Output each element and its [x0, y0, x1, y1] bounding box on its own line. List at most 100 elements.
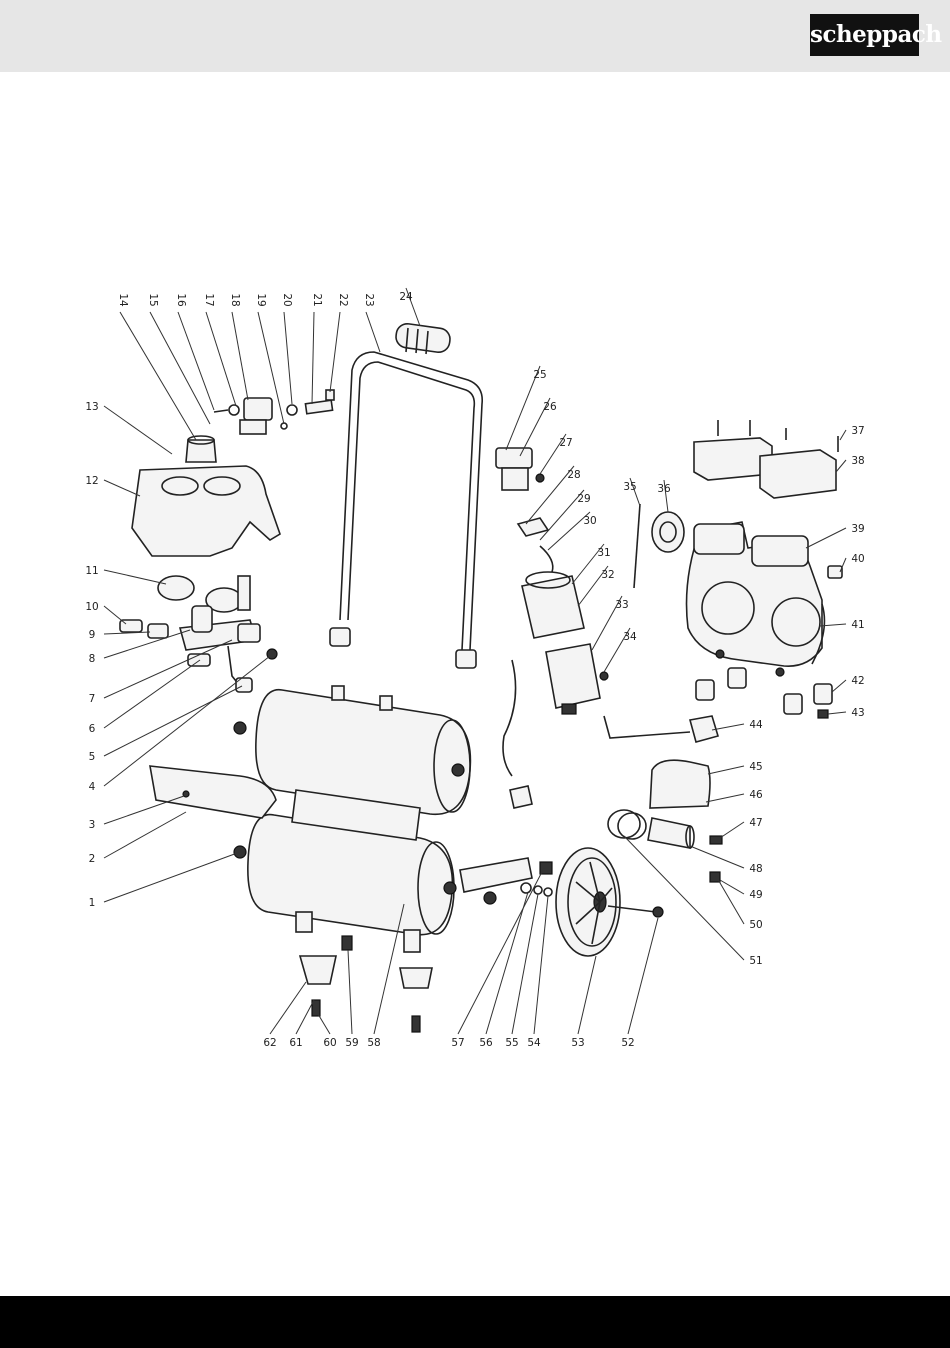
- callout-label-43: 43: [851, 707, 864, 719]
- callout-label-55: 55: [505, 1037, 518, 1049]
- callout-leader-53: [578, 956, 596, 1034]
- callout-leader-61: [296, 1000, 314, 1034]
- callout-leader-21: [312, 312, 314, 404]
- callout-leader-51: [624, 836, 744, 960]
- callout-label-52: 52: [621, 1037, 634, 1049]
- callout-label-31: 31: [597, 547, 610, 559]
- callout-leader-42: [832, 680, 846, 692]
- callout-label-28: 28: [567, 469, 580, 481]
- callout-leader-11: [104, 570, 166, 584]
- callout-label-17: 17: [203, 293, 215, 306]
- callout-label-46: 46: [749, 789, 763, 801]
- callout-label-21: 21: [311, 293, 323, 306]
- callout-label-19: 19: [255, 293, 267, 306]
- callout-label-2: 2: [89, 853, 96, 865]
- motor-parts: [518, 518, 608, 714]
- regulator-knob: [186, 436, 216, 462]
- callout-label-62: 62: [263, 1037, 276, 1049]
- callout-leader-8: [104, 630, 190, 658]
- callout-label-16: 16: [175, 293, 187, 307]
- callout-label-3: 3: [89, 819, 96, 831]
- callout-leader-49: [720, 880, 744, 894]
- callout-label-7: 7: [89, 693, 96, 705]
- callout-leader-16: [178, 312, 214, 410]
- callout-label-4: 4: [89, 781, 96, 793]
- handle-grip: [395, 322, 452, 354]
- pressure-switch: [496, 448, 544, 490]
- callout-leader-38: [836, 460, 846, 472]
- callout-label-22: 22: [337, 293, 349, 306]
- callout-label-57: 57: [451, 1037, 464, 1049]
- cylinder-head-covers: [694, 420, 838, 498]
- callout-leader-47: [720, 822, 744, 838]
- callout-leader-23: [366, 312, 380, 352]
- callout-leader-44: [712, 724, 744, 730]
- callout-label-32: 32: [601, 569, 614, 581]
- callout-label-41: 41: [851, 619, 864, 631]
- callout-label-8: 8: [89, 653, 96, 665]
- callout-label-36: 36: [657, 483, 671, 495]
- callout-label-20: 20: [281, 293, 293, 306]
- callout-label-54: 54: [527, 1037, 541, 1049]
- callout-label-53: 53: [571, 1037, 584, 1049]
- callout-leader-12: [104, 480, 140, 496]
- compressor-parts: [120, 322, 842, 1032]
- callout-label-38: 38: [851, 455, 864, 467]
- callout-label-48: 48: [749, 863, 762, 875]
- callout-leader-56: [486, 892, 528, 1034]
- callout-label-15: 15: [147, 293, 159, 306]
- outlet-pipe: [604, 716, 690, 738]
- callout-label-35: 35: [623, 481, 636, 493]
- callout-label-29: 29: [577, 493, 590, 505]
- callout-label-51: 51: [749, 955, 762, 967]
- callout-label-59: 59: [345, 1037, 358, 1049]
- callout-label-11: 11: [85, 565, 98, 577]
- callout-leader-40: [840, 558, 846, 572]
- callout-leader-39: [806, 528, 846, 548]
- callout-label-14: 14: [117, 293, 129, 307]
- callout-leader-2: [104, 812, 186, 858]
- lower-tank: [248, 815, 456, 952]
- motor-cover: [650, 760, 710, 808]
- callout-leader-4: [104, 656, 270, 786]
- callout-leader-50: [716, 876, 744, 924]
- callout-label-18: 18: [229, 293, 241, 306]
- callout-label-24: 24: [399, 291, 413, 303]
- callout-label-23: 23: [363, 293, 375, 306]
- callout-leader-13: [104, 406, 172, 454]
- mounting-bracket: [150, 766, 276, 818]
- callout-leader-17: [206, 312, 236, 406]
- callout-leader-54: [534, 896, 548, 1034]
- callout-label-30: 30: [583, 515, 596, 527]
- callout-label-27: 27: [559, 437, 572, 449]
- callout-leader-59: [348, 950, 352, 1034]
- callout-label-47: 47: [749, 817, 762, 829]
- callout-label-40: 40: [851, 553, 864, 565]
- callout-leader-45: [708, 766, 744, 774]
- upper-tank: [256, 686, 471, 814]
- callout-leader-60: [318, 1014, 330, 1034]
- callout-leader-10: [104, 606, 126, 624]
- callout-label-9: 9: [89, 629, 96, 641]
- hose: [503, 660, 516, 776]
- callout-label-42: 42: [851, 675, 864, 687]
- callout-label-13: 13: [85, 401, 98, 413]
- callout-label-37: 37: [851, 425, 864, 437]
- callout-leader-6: [104, 660, 200, 728]
- callout-leader-52: [628, 918, 658, 1034]
- callout-leader-55: [512, 894, 538, 1034]
- callout-leader-22: [330, 312, 340, 392]
- fitting-group-top: [214, 390, 334, 434]
- callout-label-25: 25: [533, 369, 546, 381]
- callout-label-45: 45: [749, 761, 762, 773]
- callout-leader-5: [104, 686, 242, 756]
- callout-label-33: 33: [615, 599, 628, 611]
- callout-label-26: 26: [543, 401, 557, 413]
- callout-label-50: 50: [749, 919, 762, 931]
- callout-label-34: 34: [623, 631, 637, 643]
- manifold: [120, 606, 277, 692]
- callout-label-10: 10: [85, 601, 98, 613]
- callout-label-44: 44: [749, 719, 763, 731]
- callout-label-60: 60: [323, 1037, 336, 1049]
